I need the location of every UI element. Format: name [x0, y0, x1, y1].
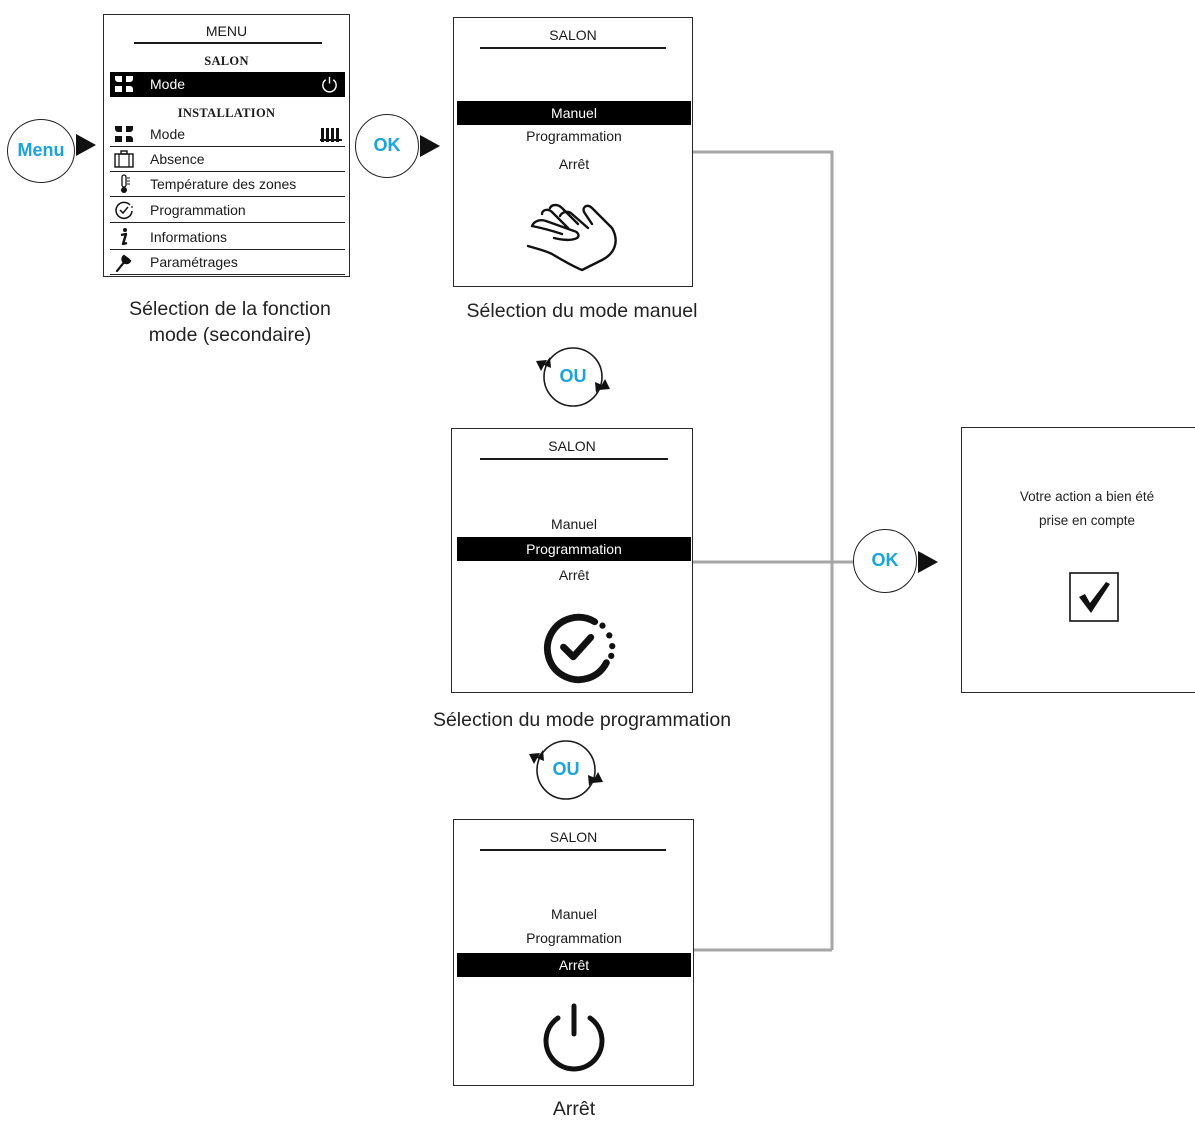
ok-button[interactable]: OK — [355, 114, 419, 178]
confirmation-message-line1: Votre action a bien été — [1019, 489, 1155, 504]
menu-item-label: Informations — [150, 229, 228, 245]
info-icon — [120, 228, 128, 246]
screen-title: SALON — [549, 829, 598, 845]
menu-item-mode[interactable]: Mode — [110, 122, 345, 147]
option-manual[interactable]: Manuel — [551, 906, 597, 922]
option-programming[interactable]: Programmation — [526, 930, 622, 946]
menu-title: MENU — [205, 23, 248, 39]
arrow-right-icon — [420, 135, 440, 157]
wrench-icon — [115, 254, 132, 272]
suitcase-icon — [114, 150, 134, 168]
ok-button-label: OK — [373, 135, 401, 155]
screen-title: SALON — [549, 27, 597, 43]
menu-button[interactable]: Menu — [7, 119, 75, 183]
clock-icon — [544, 613, 616, 684]
menu-item-settings[interactable]: Paramétrages — [110, 250, 345, 275]
option-off[interactable]: Arrêt — [558, 156, 590, 172]
off-mode-screen: SALON Manuel Programmation Arrêt — [453, 819, 694, 1086]
option-programming[interactable]: Programmation — [457, 537, 691, 561]
title-rule — [480, 458, 668, 460]
hand-icon — [526, 203, 617, 272]
fan-icon — [115, 126, 133, 142]
power-icon — [322, 76, 337, 93]
menu-item-label: Température des zones — [150, 176, 297, 192]
menu-item-label: Mode — [150, 76, 186, 92]
confirmation-screen: Votre action a bien été prise en compte — [961, 427, 1195, 693]
or-cycle-icon — [536, 347, 610, 407]
screen-title: SALON — [548, 438, 596, 454]
title-rule — [480, 849, 666, 851]
caption-off: Arrêt — [552, 1098, 596, 1120]
or-label: OU — [552, 759, 580, 779]
section-installation: INSTALLATION — [177, 106, 276, 120]
or-label: OU — [559, 366, 587, 386]
fan-icon — [115, 76, 133, 92]
menu-item-informations[interactable]: Informations — [110, 225, 345, 250]
option-manual[interactable]: Manuel — [457, 101, 691, 125]
arrow-right-icon — [76, 134, 96, 156]
checkmark-icon — [1069, 572, 1119, 622]
menu-button-label: Menu — [17, 140, 65, 160]
caption-manual: Sélection du mode manuel — [466, 300, 698, 322]
menu-item-salon-mode[interactable]: Mode — [110, 72, 345, 97]
option-manual[interactable]: Manuel — [551, 516, 597, 532]
connector-manual — [693, 150, 834, 950]
title-rule — [480, 47, 666, 49]
ok-button[interactable]: OK — [853, 529, 917, 593]
option-programming[interactable]: Programmation — [526, 128, 622, 144]
menu-item-label: Programmation — [150, 202, 246, 218]
menu-item-label: Paramétrages — [150, 254, 238, 270]
menu-item-zone-temperature[interactable]: Température des zones — [110, 172, 345, 197]
arrow-right-icon — [918, 551, 938, 573]
caption-programming: Sélection du mode programmation — [432, 709, 732, 731]
option-off[interactable]: Arrêt — [558, 567, 590, 583]
menu-item-absence[interactable]: Absence — [110, 147, 345, 172]
programming-mode-screen: SALON Manuel Programmation Arrêt — [451, 428, 693, 693]
option-off[interactable]: Arrêt — [457, 953, 691, 977]
menu-item-label: Mode — [150, 126, 186, 142]
clock-icon — [115, 201, 133, 220]
thermometer-icon — [121, 174, 130, 193]
section-salon: SALON — [204, 54, 249, 68]
menu-item-label: Absence — [150, 151, 205, 167]
ok-button-label: OK — [871, 550, 899, 570]
radiator-icon — [320, 128, 342, 142]
or-cycle-icon — [529, 740, 603, 800]
menu-item-programming[interactable]: Programmation — [110, 198, 345, 223]
caption-menu: Sélection de la fonction mode (secondair… — [129, 298, 331, 346]
power-icon — [543, 1003, 605, 1072]
confirmation-message-line2: prise en compte — [1038, 513, 1136, 528]
menu-title-rule — [134, 42, 322, 44]
manual-mode-screen: SALON Manuel Programmation Arrêt — [453, 17, 693, 287]
menu-screen: MENU SALON Mode INSTALLATION Mode — [103, 14, 350, 277]
